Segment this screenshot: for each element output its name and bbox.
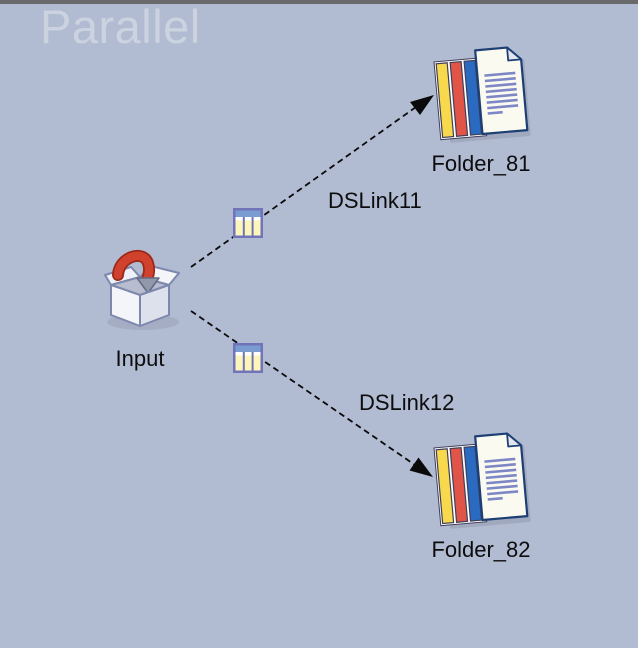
input-stage-label[interactable]: Input [115, 346, 165, 371]
dslink12-link-label[interactable]: DSLink12 [359, 390, 455, 415]
folder81-stage-icon[interactable] [433, 46, 531, 144]
link-table-icon-dslink11[interactable] [233, 208, 263, 238]
folder82-stage-icon[interactable] [433, 432, 531, 530]
link-dslink12[interactable] [190, 310, 433, 477]
dslink11-link-label[interactable]: DSLink11 [328, 188, 422, 213]
canvas-watermark: Parallel [40, 0, 201, 53]
input-stage-icon[interactable] [104, 249, 180, 330]
link-table-icon-dslink12[interactable] [233, 343, 263, 373]
window-top-edge [0, 0, 638, 4]
folder82-stage-label[interactable]: Folder_82 [431, 537, 531, 562]
folder81-stage-label[interactable]: Folder_81 [431, 151, 531, 176]
link-dslink11[interactable] [190, 95, 434, 268]
